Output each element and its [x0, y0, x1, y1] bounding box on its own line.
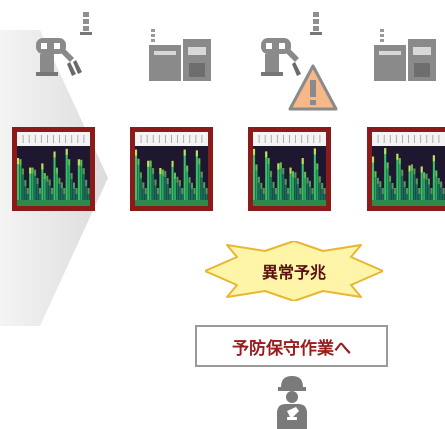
spectrogram-panel: [12, 127, 95, 211]
warning-triangle-icon: [288, 64, 338, 111]
maintenance-action-box: 予防保守作業へ: [195, 325, 388, 367]
spectrogram-image: [17, 132, 90, 206]
robot-arm-icon: [36, 12, 92, 76]
control-cabinet-icon: [374, 29, 436, 81]
spectrogram-image: [253, 132, 326, 206]
anomaly-alert-label: 異常予兆: [261, 263, 326, 282]
robot-arm-icon: [261, 12, 322, 76]
spectrogram-image: [372, 132, 445, 206]
maintenance-worker-icon: [277, 376, 307, 429]
spectrogram-image: [135, 132, 208, 206]
spectrogram-panel: [130, 127, 213, 211]
spectrogram-panel: [248, 127, 331, 211]
anomaly-alert-burst: 異常予兆: [204, 240, 384, 302]
spectrogram-panel: [367, 127, 445, 211]
control-cabinet-icon: [149, 29, 211, 81]
